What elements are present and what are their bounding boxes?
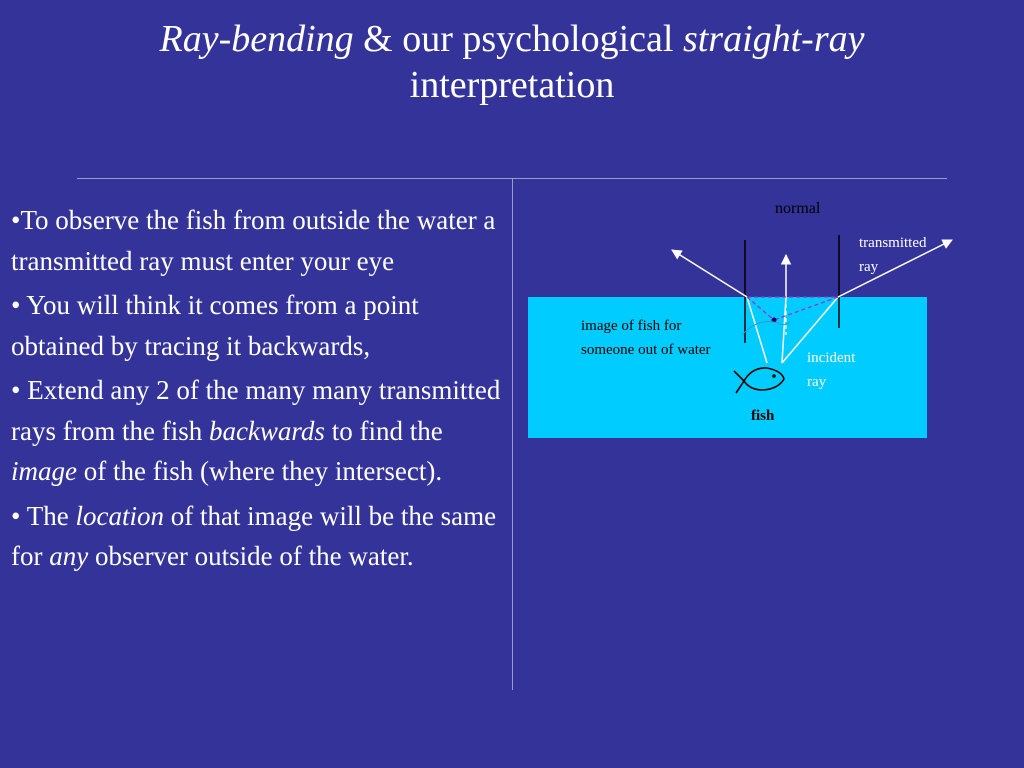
bullet-item: • The location of that image will be the… xyxy=(11,496,501,577)
incident-ray-right xyxy=(781,296,839,364)
title-part-middle: & our psychological xyxy=(353,18,683,60)
bullet-item: • You will think it comes from a point o… xyxy=(11,285,501,366)
title-part-straight-ray: straight-ray xyxy=(682,18,865,60)
slide-title: Ray-bending & our psychological straight… xyxy=(40,16,984,108)
column-divider xyxy=(512,178,513,690)
fish-icon xyxy=(733,367,785,394)
fish-label: fish xyxy=(751,408,775,424)
bullet-emphasis: backwards xyxy=(208,415,325,446)
transmitted-ray-right xyxy=(837,239,953,298)
bullet-text: of that image will be the same for xyxy=(11,500,497,572)
backward-extension-right xyxy=(773,296,839,321)
bullet-item: •To observe the fish from outside the wa… xyxy=(11,200,501,281)
incident-ray-label-2: ray xyxy=(807,374,827,390)
title-part-ray-bending: Ray-bending xyxy=(159,18,354,60)
bullet-text: • Extend any 2 of the many many transmit… xyxy=(11,375,501,446)
transmitted-ray-left xyxy=(671,249,748,298)
refraction-diagram: normal transmitted ray image of fish for… xyxy=(528,200,953,438)
water-region xyxy=(528,297,927,438)
bullet-text: • You will think it comes from a point o… xyxy=(11,290,419,361)
incident-ray-label-1: incident xyxy=(807,350,856,366)
title-line-2: interpretation xyxy=(409,64,615,106)
bullet-item: • Extend any 2 of the many many transmit… xyxy=(11,370,501,492)
bullet-emphasis: location xyxy=(75,500,164,531)
fish-image-point xyxy=(771,317,777,323)
incident-ray-middle xyxy=(781,296,787,364)
bullet-text: observer outside of the water. xyxy=(88,541,414,571)
backward-extension-left xyxy=(746,296,775,321)
bullet-text: to find the xyxy=(324,415,443,446)
normal-label: normal xyxy=(775,200,821,217)
bullet-text: •To observe the fish from outside the wa… xyxy=(11,205,496,276)
bullet-emphasis: any xyxy=(49,541,89,571)
incident-ray-left xyxy=(746,296,768,364)
bullet-emphasis: image xyxy=(11,456,77,486)
image-of-fish-label-1: image of fish for xyxy=(581,318,681,334)
bullet-list: •To observe the fish from outside the wa… xyxy=(11,200,501,581)
transmitted-ray-label-1: transmitted xyxy=(859,235,927,251)
bullet-text: of the fish (where they intersect). xyxy=(76,456,443,486)
image-ghost-fish xyxy=(741,321,791,336)
bullet-text: • The xyxy=(11,500,76,531)
transmitted-ray-label-2: ray xyxy=(859,259,879,275)
image-of-fish-label-2: someone out of water xyxy=(581,342,711,358)
